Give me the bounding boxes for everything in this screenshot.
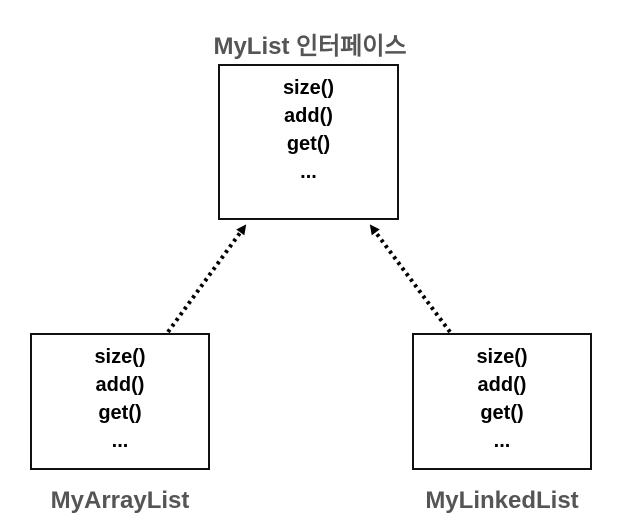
method-ellipsis: ... bbox=[111, 430, 129, 452]
method-add: add() bbox=[284, 105, 333, 127]
method-add: add() bbox=[95, 374, 145, 396]
method-get: get() bbox=[480, 402, 524, 424]
arrow-linkedlist-to-interface bbox=[369, 224, 452, 334]
myarraylist-box: size() add() get() ... bbox=[30, 333, 210, 470]
method-size: size() bbox=[476, 346, 528, 368]
interface-title: MyList 인터페이스 bbox=[213, 33, 407, 60]
arrow-arraylist-to-interface bbox=[166, 224, 247, 334]
mylinkedlist-box: size() add() get() ... bbox=[412, 333, 592, 470]
myarraylist-title: MyArrayList bbox=[50, 487, 190, 514]
method-get: get() bbox=[98, 402, 142, 424]
method-add: add() bbox=[477, 374, 527, 396]
interface-box: size() add() get() ... bbox=[218, 64, 399, 220]
method-ellipsis: ... bbox=[300, 161, 317, 183]
method-size: size() bbox=[282, 77, 335, 99]
method-ellipsis: ... bbox=[493, 430, 511, 452]
method-size: size() bbox=[94, 346, 146, 368]
method-get: get() bbox=[286, 133, 331, 155]
mylinkedlist-title: MyLinkedList bbox=[425, 487, 579, 514]
